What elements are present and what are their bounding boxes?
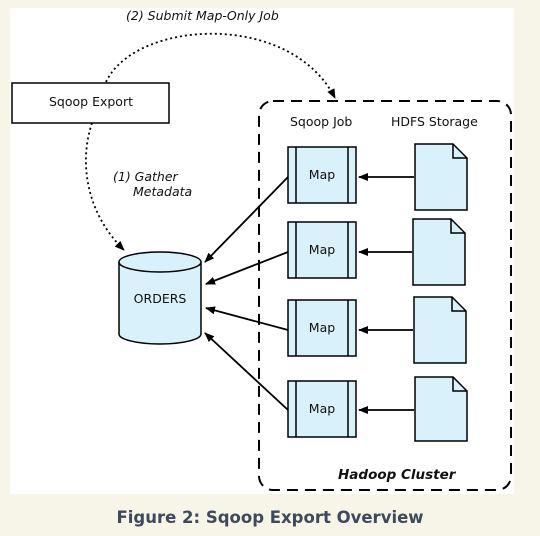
map-to-database-arrow: [205, 251, 289, 285]
database-label: ORDERS: [133, 291, 187, 306]
sqoop-export-label: Sqoop Export: [49, 94, 133, 109]
hdfs-storage-header: HDFS Storage: [391, 114, 478, 129]
sqoop-job-header: Sqoop Job: [290, 114, 353, 129]
map-task-1: [287, 146, 357, 204]
hdfs-file-icon: [414, 376, 468, 442]
gather-metadata-arrow: [85, 122, 125, 251]
map-to-database-arrow: [204, 332, 289, 411]
figure-caption: Figure 2: Sqoop Export Overview: [116, 508, 424, 527]
submit-job-arrow: [105, 32, 336, 99]
map-task-label: Map: [308, 320, 336, 335]
map-to-database-arrow: [205, 306, 289, 331]
hdfs-file-icon: [414, 143, 468, 211]
hdfs-file-icon: [412, 218, 466, 286]
hadoop-cluster-boundary: [258, 100, 512, 491]
map-task-4: [287, 380, 357, 438]
step1-label-line1: (1) Gather: [113, 169, 178, 184]
map-to-database-arrow: [204, 176, 289, 263]
sqoop-export-diagram: [11, 32, 512, 491]
orders-database: [118, 251, 202, 345]
map-task-label: Map: [308, 242, 336, 257]
sqoop-export-box: [11, 82, 170, 124]
map-task-label: Map: [308, 167, 336, 182]
map-task-label: Map: [308, 401, 336, 416]
cluster-label: Hadoop Cluster: [338, 467, 456, 483]
map-task-2: [287, 221, 357, 279]
step2-label: (2) Submit Map-Only Job: [126, 8, 279, 23]
map-task-3: [287, 299, 357, 357]
step1-label-line2: Metadata: [133, 184, 193, 199]
hdfs-file-icon: [413, 296, 467, 364]
